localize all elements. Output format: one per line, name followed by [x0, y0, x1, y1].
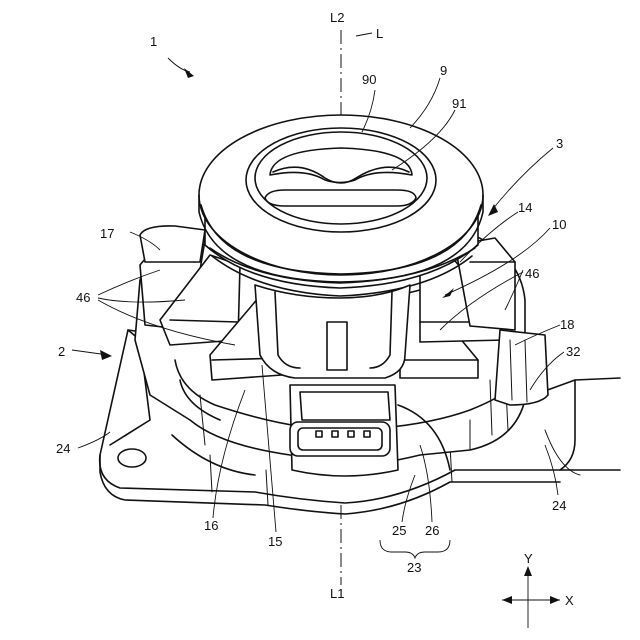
label-24-left: 24 [56, 441, 70, 456]
label-1: 1 [150, 34, 157, 49]
label-17: 17 [100, 226, 114, 241]
label-l2: L2 [330, 10, 344, 25]
label-46-left: 46 [76, 290, 90, 305]
label-3: 3 [556, 136, 563, 151]
label-14: 14 [518, 200, 532, 215]
label-90: 90 [362, 72, 376, 87]
label-9: 9 [440, 63, 447, 78]
label-32: 32 [566, 344, 580, 359]
label-23: 23 [407, 560, 421, 575]
label-l1: L1 [330, 586, 344, 601]
label-16: 16 [204, 518, 218, 533]
label-46-right: 46 [525, 266, 539, 281]
label-18: 18 [560, 317, 574, 332]
label-24-right: 24 [552, 498, 566, 513]
label-x: X [565, 593, 574, 608]
label-91: 91 [452, 96, 466, 111]
label-10: 10 [552, 217, 566, 232]
label-y: Y [524, 551, 533, 566]
label-l: L [376, 26, 383, 41]
label-2: 2 [58, 344, 65, 359]
coordinate-axes [502, 566, 560, 628]
label-26: 26 [425, 523, 439, 538]
label-25: 25 [392, 523, 406, 538]
label-15: 15 [268, 534, 282, 549]
